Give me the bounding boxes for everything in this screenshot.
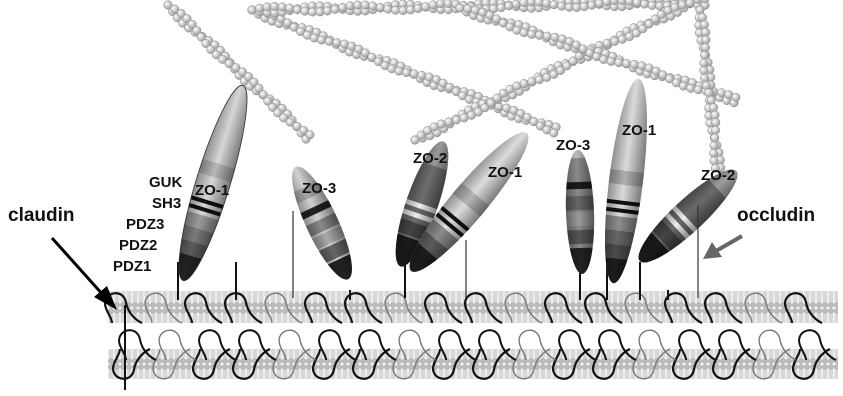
membrane-upper xyxy=(108,291,838,323)
zo3-left-label: ZO-3 xyxy=(302,180,336,197)
zo3-left-protein xyxy=(274,151,369,295)
pdz3-domain-label: PDZ3 xyxy=(126,216,164,233)
pdz1-domain-label: PDZ1 xyxy=(113,258,151,275)
zo2-middle-label: ZO-2 xyxy=(413,150,447,167)
occludin-arrow xyxy=(703,236,742,259)
occludin-label: occludin xyxy=(737,205,815,226)
zo2-right-label: ZO-2 xyxy=(701,167,735,184)
zo3-right-protein xyxy=(558,141,603,282)
zo3-right-label: ZO-3 xyxy=(556,137,590,154)
claudin-label: claudin xyxy=(8,205,75,226)
zo1-middle-label: ZO-1 xyxy=(488,164,522,181)
sh3-domain-label: SH3 xyxy=(152,195,181,212)
zo1-right-label: ZO-1 xyxy=(622,122,656,139)
actin-filaments xyxy=(164,0,740,172)
claudin-arrow xyxy=(52,238,117,310)
guk-domain-label: GUK xyxy=(149,174,183,191)
zo1-left-label: ZO-1 xyxy=(195,182,229,199)
pdz2-domain-label: PDZ2 xyxy=(119,237,157,254)
